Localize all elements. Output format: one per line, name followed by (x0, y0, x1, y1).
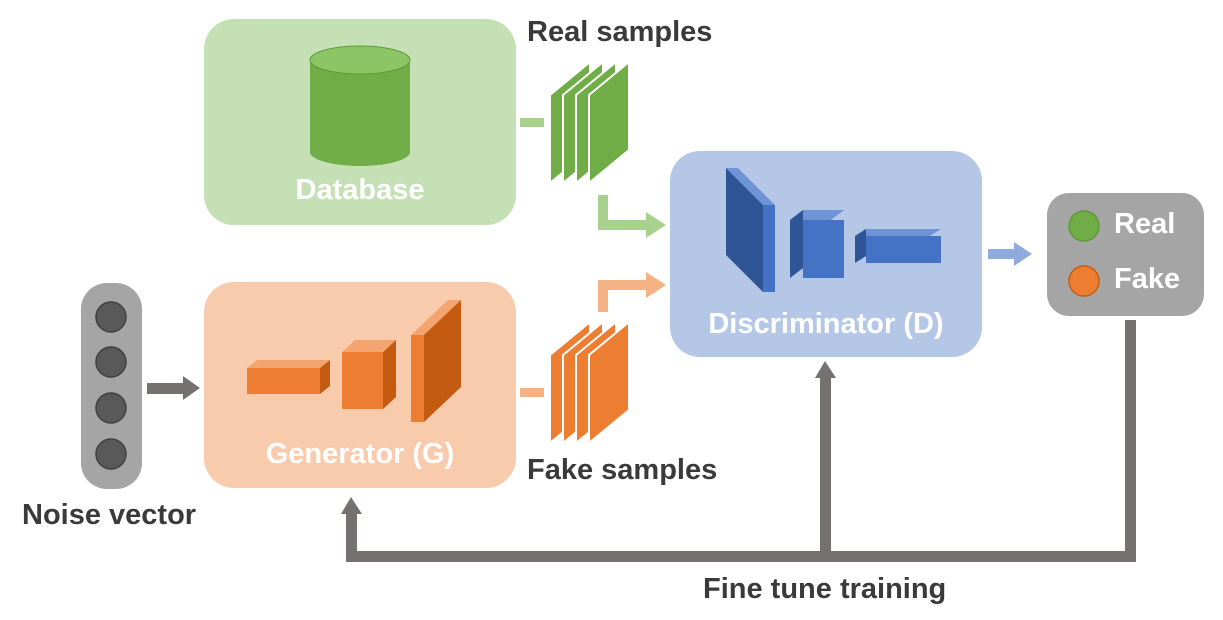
real-samples-stack-icon (549, 59, 630, 186)
noise-node-icon (95, 392, 127, 424)
real-to-discriminator-arrow-icon (598, 195, 666, 238)
discriminator-label: Discriminator (D) (708, 308, 944, 340)
output-fake-label: Fake (1114, 263, 1181, 295)
real-dot-icon (1068, 210, 1100, 242)
noise-node-icon (95, 438, 127, 470)
database-connector (520, 118, 544, 127)
noise-node-icon (95, 346, 127, 378)
generator-connector (520, 388, 544, 397)
generator-blocks-icon (247, 300, 461, 422)
database-label: Database (295, 174, 425, 206)
fine-tune-feedback-arrow-icon (341, 320, 1136, 562)
noise-to-generator-arrow-icon (147, 376, 200, 400)
fine-tune-label: Fine tune training (703, 573, 947, 605)
fake-dot-icon (1068, 265, 1100, 297)
fake-samples-stack-icon (549, 319, 630, 446)
noise-node-icon (95, 301, 127, 333)
generator-label: Generator (G) (265, 438, 455, 470)
noise-vector-label: Noise vector (22, 499, 197, 531)
noise-nodes (95, 301, 127, 470)
discriminator-to-output-arrow-icon (988, 242, 1032, 266)
noise-vector-panel (81, 283, 142, 489)
discriminator-blocks-icon (726, 168, 941, 292)
database-cylinder-icon (309, 45, 411, 166)
fake-samples-label: Fake samples (527, 454, 718, 486)
real-samples-label: Real samples (527, 16, 713, 48)
output-real-label: Real (1114, 208, 1176, 240)
fake-to-discriminator-arrow-icon (598, 272, 666, 312)
